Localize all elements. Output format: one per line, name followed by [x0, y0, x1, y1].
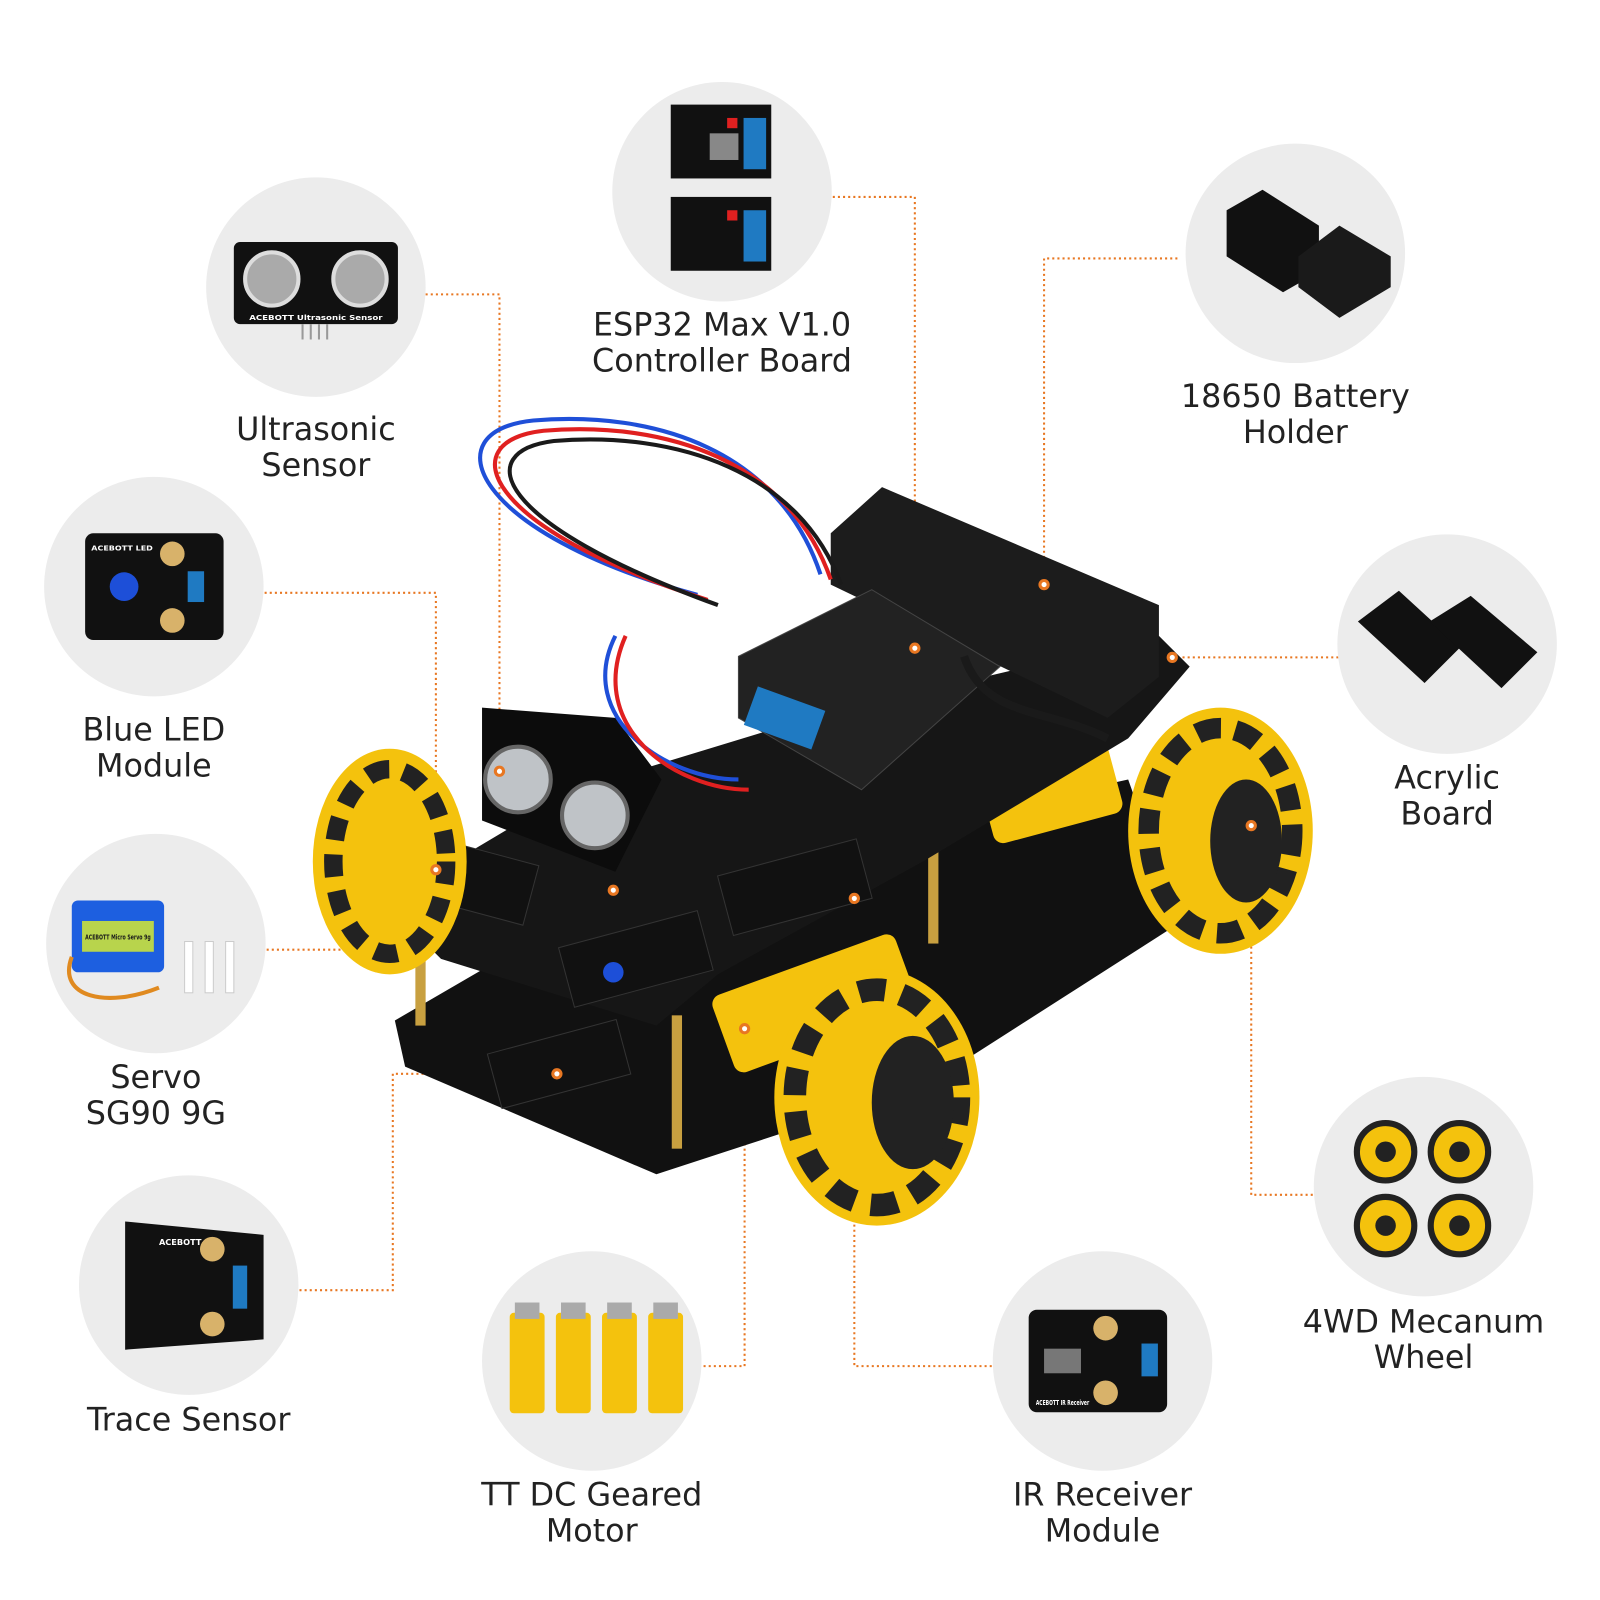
- mecanum-wheel-icon: [1313, 1076, 1534, 1297]
- servo-icon: ACEBOTT Micro Servo 9g: [46, 833, 266, 1054]
- acrylic-board-icon: [1337, 534, 1557, 754]
- label-servo: Servo SG90 9G: [85, 1059, 227, 1133]
- label-esp32-controller-board: ESP32 Max V1.0 Controller Board: [592, 306, 852, 380]
- trace-sensor-icon: ACEBOTT: [78, 1175, 299, 1395]
- ir-receiver-icon: ACEBOTT IR Receiver: [992, 1251, 1213, 1471]
- label-mecanum-wheel: 4WD Mecanum Wheel: [1302, 1303, 1545, 1377]
- label-acrylic-board: Acrylic Board: [1394, 759, 1500, 833]
- trace-board-print: ACEBOTT: [159, 1237, 202, 1247]
- wheel-rear-right: [1128, 707, 1313, 954]
- label-blue-led-module: Blue LED Module: [82, 711, 226, 785]
- wheel-front-right: [774, 969, 980, 1226]
- battery-holder-icon: [1185, 143, 1406, 364]
- ir-board-print: ACEBOTT IR Receiver: [1036, 1398, 1090, 1407]
- label-battery-holder: 18650 Battery Holder: [1180, 378, 1410, 452]
- leader-motor: [703, 1028, 746, 1368]
- ultrasonic-board-print: ACEBOTT Ultrasonic Sensor: [249, 313, 383, 322]
- wheel-front-left: [312, 748, 467, 975]
- led-module-icon: ACEBOTT LED: [44, 476, 264, 697]
- controller-board-icon: [612, 82, 832, 302]
- led-board-print: ACEBOTT LED: [91, 544, 153, 553]
- dc-motor-icon: [482, 1251, 702, 1471]
- label-trace-sensor: Trace Sensor: [86, 1401, 291, 1439]
- label-ultrasonic-sensor: Ultrasonic Sensor: [236, 411, 396, 485]
- ultrasonic-sensor-icon: ACEBOTT Ultrasonic Sensor: [206, 177, 426, 397]
- label-ir-receiver: IR Receiver Module: [1012, 1476, 1193, 1550]
- label-dc-motor: TT DC Geared Motor: [481, 1476, 703, 1550]
- servo-label-print: ACEBOTT Micro Servo 9g: [85, 932, 151, 941]
- leader-esp32: [832, 195, 916, 649]
